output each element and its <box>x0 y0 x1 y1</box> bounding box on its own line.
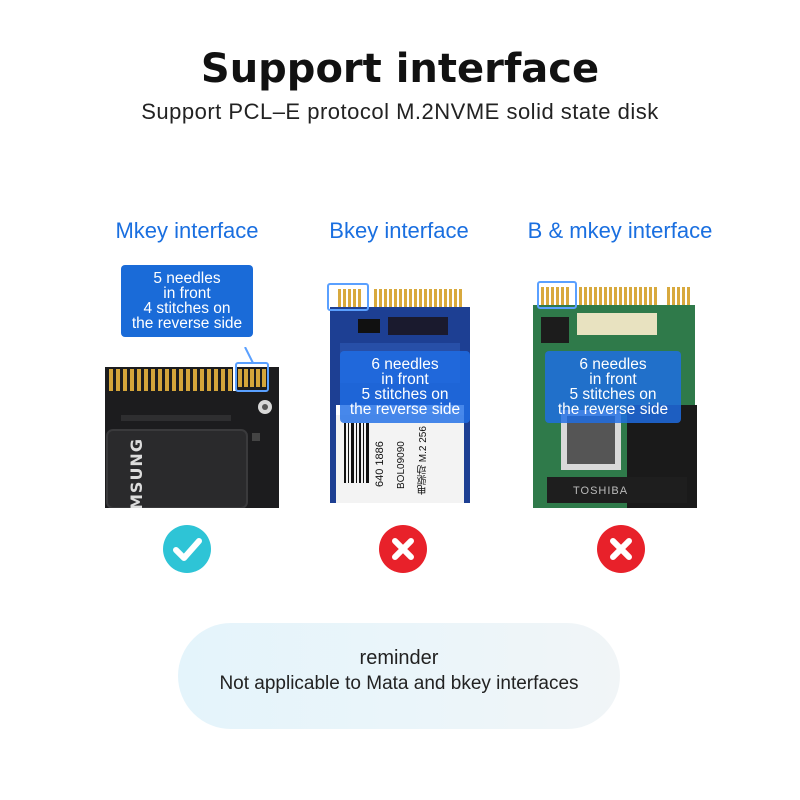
col-label-mkey: Mkey interface <box>115 218 259 243</box>
mkey-tooltip: 5 needles in front 4 stitches on the rev… <box>121 265 253 337</box>
bkey-label-serial: 640 1886 <box>374 441 386 487</box>
bmkey-tooltip-line4: the reverse side <box>557 401 669 418</box>
reminder-title: reminder <box>359 647 439 669</box>
mkey-pointer-line <box>244 347 254 364</box>
bkey-tooltip: 6 needles in front 5 stitches on the rev… <box>340 351 470 423</box>
check-icon <box>163 525 211 573</box>
bkey-label-code: BOL09090 <box>396 441 407 489</box>
bmkey-tooltip-line2: in front <box>589 371 637 388</box>
mkey-tooltip-line2: in front <box>163 285 211 302</box>
bmkey-highlight-box <box>537 281 577 309</box>
mkey-tooltip-line4: the reverse side <box>131 315 243 332</box>
ssd-image-mkey: MSUNG 5 needles in front 4 stitches on t… <box>97 255 279 508</box>
bmkey-tooltip-line1: 6 needles <box>579 356 647 373</box>
toshiba-label: TOSHIBA <box>573 485 629 497</box>
bkey-label-model: 电驱动 M.2 256 <box>418 426 429 495</box>
samsung-label: MSUNG <box>127 438 146 508</box>
cross-icon <box>597 525 645 573</box>
bkey-tooltip-line1: 6 needles <box>371 356 439 373</box>
reminder-box: reminder Not applicable to Mata and bkey… <box>178 623 620 729</box>
mkey-highlight-box <box>235 362 269 392</box>
bkey-tooltip-line2: in front <box>381 371 429 388</box>
ssd-image-bmkey: TOSHIBA 6 needles in front 5 stitches on… <box>517 255 717 508</box>
mkey-tooltip-line3: 4 stitches on <box>143 300 231 317</box>
page-title: Support interface <box>200 46 600 92</box>
bkey-tooltip-line3: 5 stitches on <box>361 386 449 403</box>
reminder-text: Not applicable to Mata and bkey interfac… <box>219 673 579 694</box>
col-label-bmkey: B & mkey interface <box>527 218 713 243</box>
page-subtitle: Support PCL–E protocol M.2NVME solid sta… <box>141 99 659 124</box>
mkey-tooltip-line1: 5 needles <box>153 270 221 287</box>
bkey-highlight-box <box>327 283 369 311</box>
bmkey-tooltip: 6 needles in front 5 stitches on the rev… <box>545 351 681 423</box>
bkey-tooltip-line4: the reverse side <box>349 401 461 418</box>
cross-icon <box>379 525 427 573</box>
col-label-bkey: Bkey interface <box>329 218 469 243</box>
ssd-image-bkey: 640 1886 BOL09090 电驱动 M.2 256 6 needles … <box>318 255 482 508</box>
bmkey-tooltip-line3: 5 stitches on <box>569 386 657 403</box>
